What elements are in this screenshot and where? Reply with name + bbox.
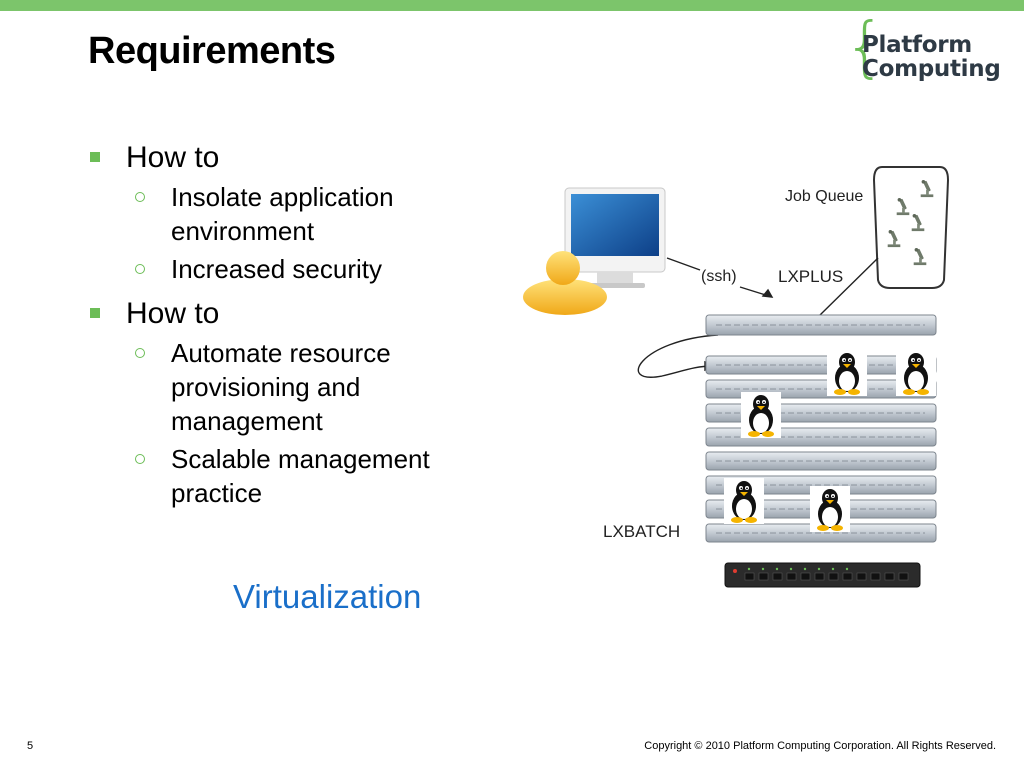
monitor-icon [564, 187, 666, 288]
green-square-bullet-icon [90, 152, 100, 162]
bullet-group: How to Automate resource provisioning an… [88, 296, 488, 510]
lxplus-label: LXPLUS [778, 267, 844, 286]
tux-penguin-icon [741, 392, 781, 438]
top-accent-bar [0, 0, 1024, 11]
sub-bullet-text: Scalable management practice [171, 444, 430, 508]
sub-bullet-text: Increased security [171, 254, 382, 284]
tux-penguin-icon [724, 478, 764, 524]
bullet-text: How to [126, 141, 220, 174]
bullet-item: How to [88, 296, 488, 332]
bullet-list: How to Insolate application environment … [88, 140, 488, 510]
bullet-text: How to [126, 297, 220, 330]
sub-bullet-item: Scalable management practice [88, 442, 488, 510]
bullet-item: How to [88, 140, 488, 176]
logo-line-2: Computing [862, 56, 1001, 82]
tux-penguin-icon [827, 350, 867, 396]
hollow-circle-bullet-icon [135, 454, 145, 464]
logo-brace: { [844, 8, 886, 85]
ssh-connector [666, 257, 701, 271]
submit-arrow [637, 334, 719, 378]
company-logo: { Platform Computing [844, 14, 1001, 88]
page-number: 5 [27, 740, 34, 752]
hollow-circle-bullet-icon [135, 192, 145, 202]
sub-bullet-item: Increased security [88, 252, 488, 286]
sub-bullet-text: Insolate application environment [171, 182, 394, 246]
hollow-circle-bullet-icon [135, 264, 145, 274]
user-figure-icon [523, 251, 607, 315]
copyright-text: Copyright © 2010 Platform Computing Corp… [644, 740, 996, 752]
sub-bullet-item: Insolate application environment [88, 180, 488, 248]
switch-icon [724, 562, 921, 588]
tux-penguin-icon [810, 486, 850, 532]
slide-title: Requirements [88, 30, 336, 72]
job-queue-label: Job Queue [785, 188, 864, 205]
queue-connector [819, 257, 879, 316]
virtualization-highlight: Virtualization [233, 578, 422, 615]
lxbatch-label: LXBATCH [603, 522, 681, 541]
ssh-label: (ssh) [701, 268, 737, 285]
bullet-group: How to Insolate application environment … [88, 140, 488, 286]
tux-penguin-icon [896, 350, 936, 396]
green-square-bullet-icon [90, 308, 100, 318]
sub-bullet-item: Automate resource provisioning and manag… [88, 336, 488, 438]
job-queue-icon [872, 166, 950, 289]
hollow-circle-bullet-icon [135, 348, 145, 358]
sub-bullet-text: Automate resource provisioning and manag… [171, 338, 391, 436]
architecture-diagram [523, 166, 950, 588]
logo-line-1: Platform [862, 32, 972, 58]
lxplus-server [705, 314, 937, 336]
